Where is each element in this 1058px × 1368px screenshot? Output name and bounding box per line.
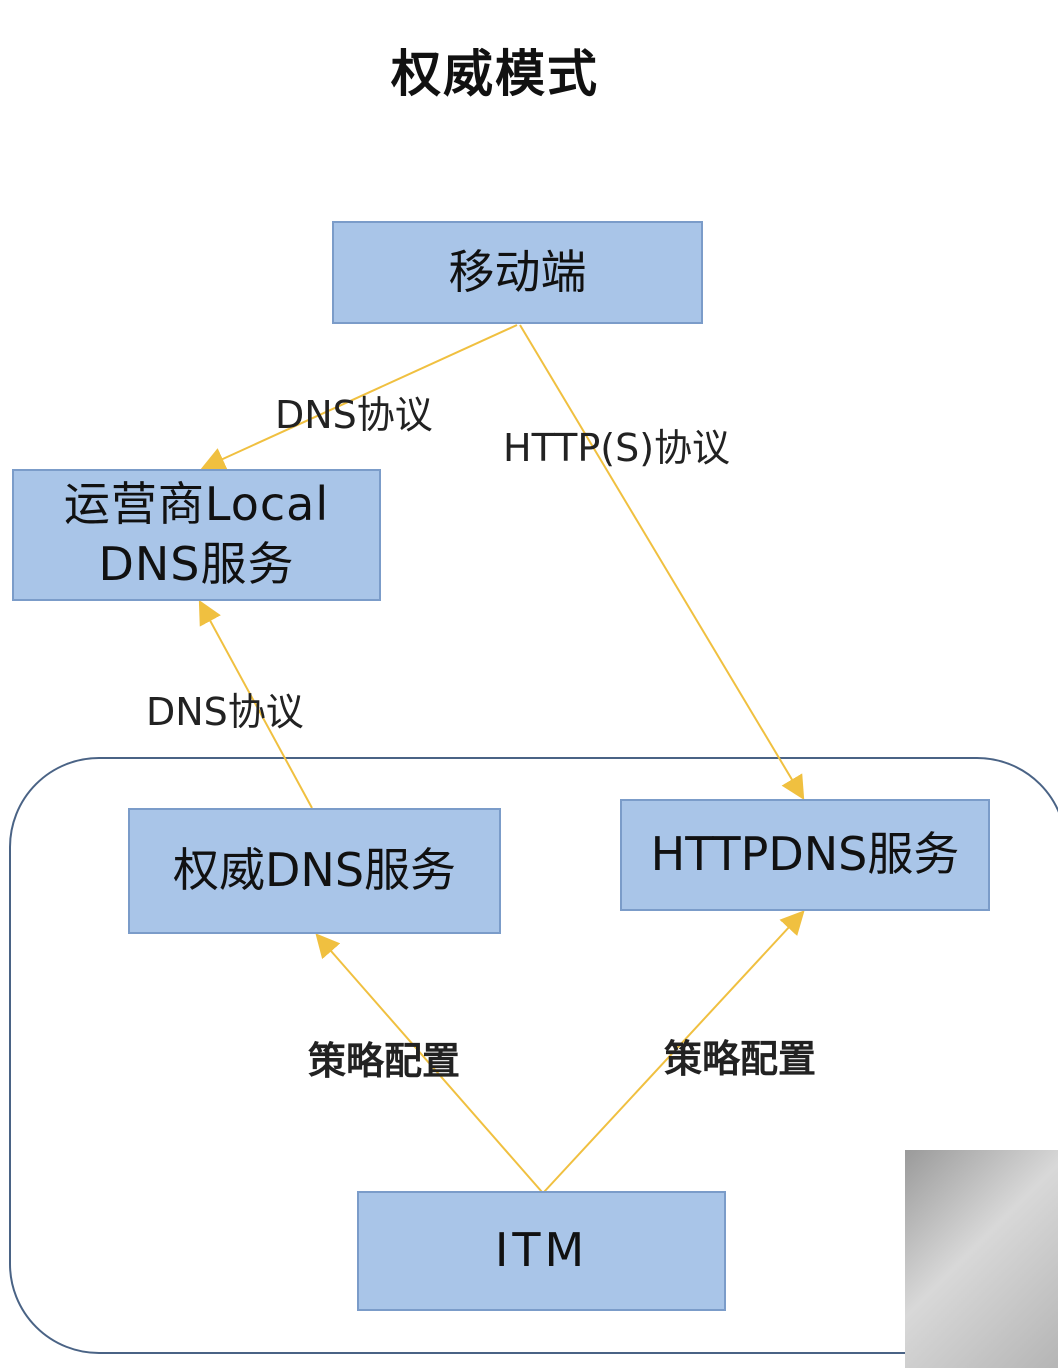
edge-label-auth-dns-to-local-dns: DNS协议 — [146, 690, 304, 734]
local-dns-node: 运营商Local DNS服务 — [12, 469, 381, 601]
edge-label-mobile-to-httpdns: HTTP(S)协议 — [503, 426, 731, 470]
auth-dns-node: 权威DNS服务 — [128, 808, 501, 934]
mobile-node: 移动端 — [332, 221, 703, 324]
edge-label-itm-to-auth-dns: 策略配置 — [308, 1039, 461, 1083]
edge-mobile-to-httpdns — [519, 324, 805, 801]
itm-node: ITM — [357, 1191, 726, 1311]
edge-label-itm-to-httpdns: 策略配置 — [664, 1037, 817, 1081]
edge-label-mobile-to-local-dns: DNS协议 — [275, 393, 433, 437]
httpdns-node: HTTPDNS服务 — [620, 799, 990, 911]
corner-overlay — [905, 1150, 1058, 1368]
page-title: 权威模式 — [391, 45, 599, 103]
